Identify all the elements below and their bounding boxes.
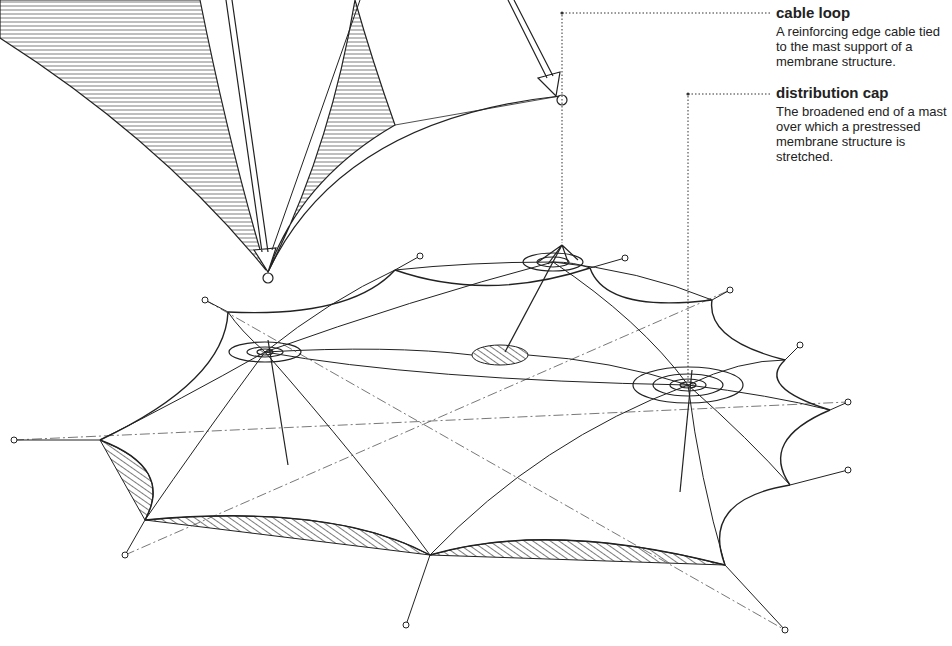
- membrane-hatching: [100, 345, 725, 565]
- reference-line: [14, 290, 848, 630]
- term-definition: A reinforcing edge cable tied to the mas…: [776, 24, 948, 69]
- term-heading: cable loop: [776, 4, 948, 22]
- leader-line: [560, 11, 770, 382]
- term-heading: distribution cap: [776, 84, 948, 102]
- mast: [229, 245, 743, 492]
- term-definition: The broadened end of a mast over which a…: [776, 104, 948, 164]
- tie-back: [11, 253, 851, 633]
- ridge-cable: [100, 262, 830, 565]
- edge-cable: [100, 268, 830, 565]
- load-diagram: [0, 0, 567, 283]
